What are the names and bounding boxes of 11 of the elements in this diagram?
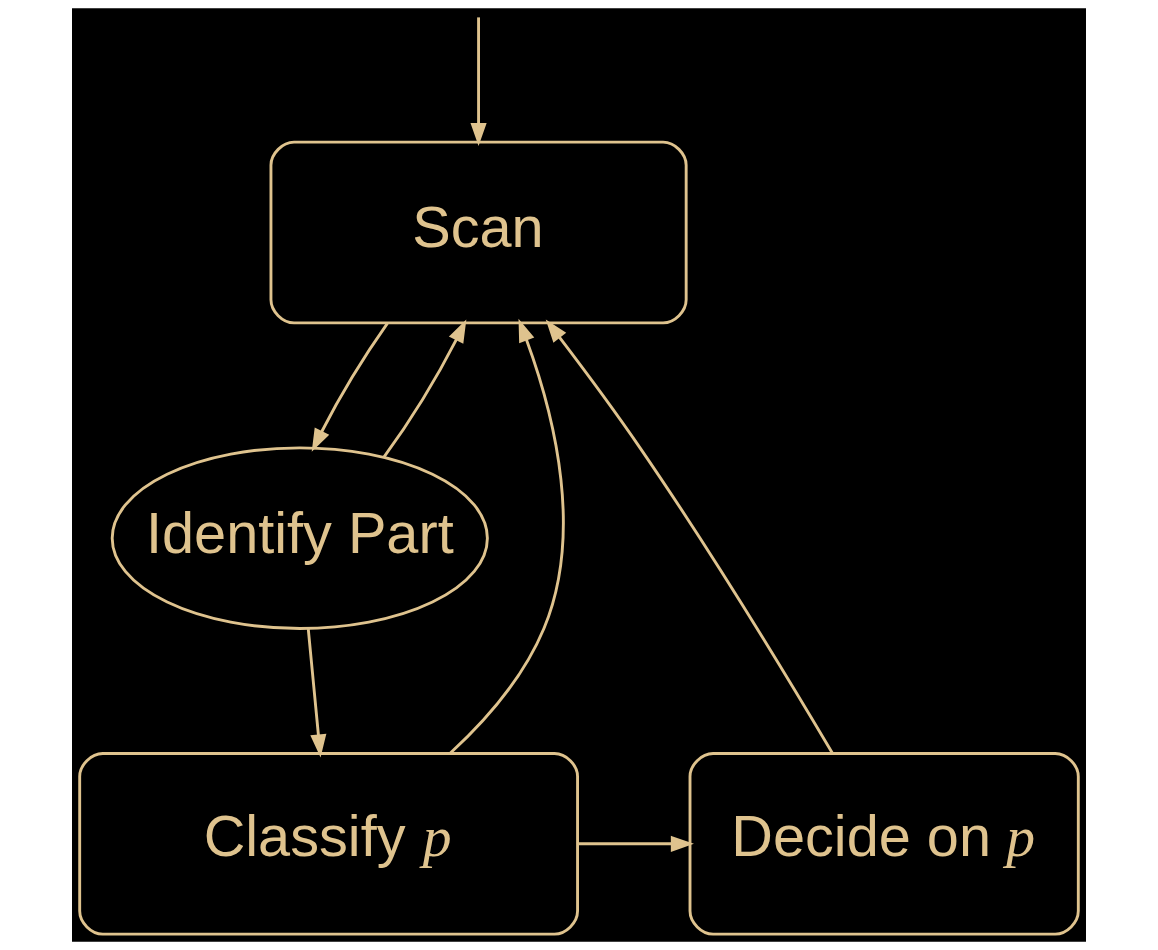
node-box: Classify p — [78, 752, 579, 936]
node-box: Scan — [269, 140, 688, 325]
arrow — [382, 319, 467, 459]
arrow — [311, 322, 389, 452]
node-ellipse: Identify Part — [110, 446, 489, 630]
arrow — [306, 628, 327, 758]
arrow — [470, 17, 487, 147]
node-box: Decide on p — [688, 752, 1080, 936]
arrow — [577, 835, 694, 852]
arrow — [449, 318, 565, 755]
arrow — [545, 319, 834, 754]
